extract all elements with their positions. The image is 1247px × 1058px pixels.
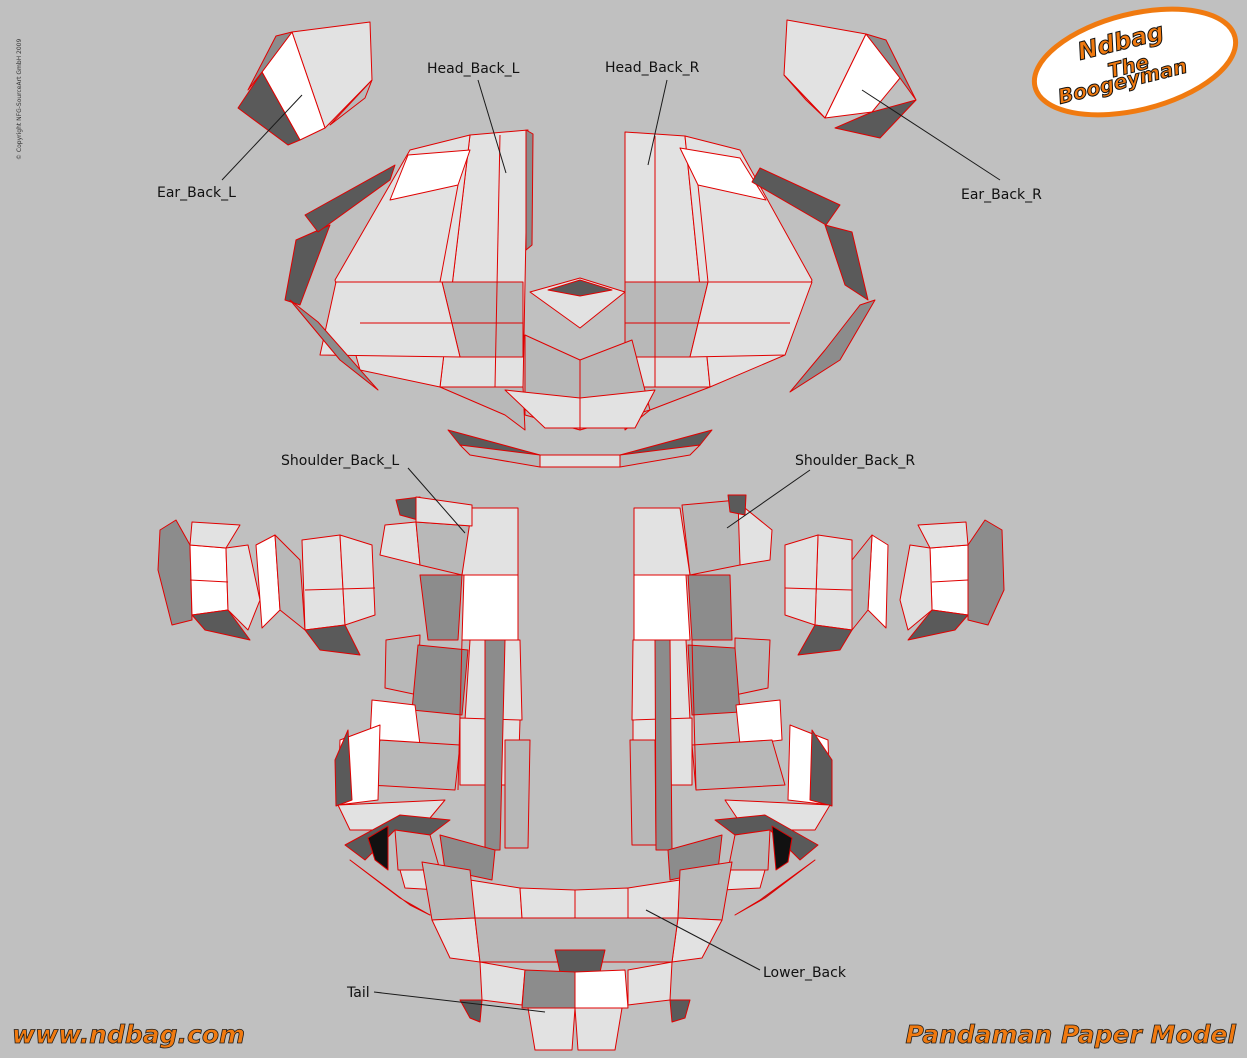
label-tail: Tail xyxy=(346,985,370,1001)
lower-back-piece xyxy=(421,861,733,1051)
label-ear-back-r: Ear_Back_R xyxy=(961,187,1042,203)
label-ear-back-l: Ear_Back_L xyxy=(157,185,236,201)
right-leg-swirl xyxy=(667,814,819,916)
footer-title: Pandaman Paper Model xyxy=(905,1020,1236,1049)
shoulder-back-l-piece xyxy=(369,496,531,851)
copyright-text: © Copyright NFG-SourceArt GmbH 2009 xyxy=(16,39,23,160)
nose-piece xyxy=(504,277,656,431)
label-head-back-l: Head_Back_L xyxy=(427,61,520,77)
shoulder-back-r-piece xyxy=(629,494,786,851)
head-back-l-piece xyxy=(284,129,534,431)
ndbag-logo: Ndbag The Boogeyman xyxy=(1031,6,1239,118)
head-back-r-piece xyxy=(624,131,876,431)
left-arm-rings xyxy=(157,519,376,656)
label-head-back-r: Head_Back_R xyxy=(605,60,700,76)
label-shoulder-back-r: Shoulder_Back_R xyxy=(795,453,915,469)
leader-lines xyxy=(221,79,1001,1013)
chin-strip-piece xyxy=(447,429,713,468)
footer-website: www.ndbag.com xyxy=(12,1020,245,1049)
ear-back-r-piece xyxy=(783,19,917,139)
label-lower-back: Lower_Back xyxy=(763,965,847,981)
label-shoulder-back-l: Shoulder_Back_L xyxy=(281,453,399,469)
right-arm-rings xyxy=(784,519,1005,656)
ear-back-l-piece xyxy=(237,21,373,146)
